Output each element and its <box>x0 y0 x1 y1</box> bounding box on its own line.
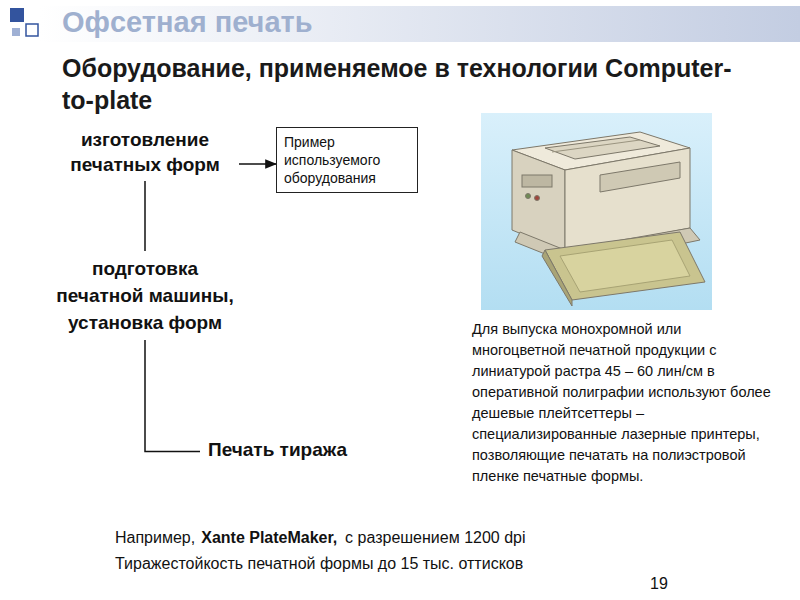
node-text: Пример используемого оборудования <box>284 133 410 187</box>
subtitle: Оборудование, применяемое в технологии C… <box>62 52 742 116</box>
process-step: подготовка печатной машины, установка фо… <box>55 255 235 336</box>
header-bar <box>40 6 800 42</box>
process-step: изготовление печатных форм <box>55 127 235 177</box>
deco-square <box>26 24 38 36</box>
page-number: 19 <box>650 575 668 593</box>
flow-line <box>145 340 200 452</box>
photo-background <box>481 113 712 310</box>
deco-square <box>10 8 24 22</box>
slide-title: Офсетная печать <box>62 6 313 39</box>
product-name: Xante PlateMaker, <box>201 529 337 547</box>
deco-square <box>12 28 20 36</box>
note-paragraph: Для выпуска монохромной или многоцветной… <box>472 319 777 487</box>
flow-arrow <box>239 163 276 165</box>
footnote: Тиражестойкость печатной формы до 15 тыс… <box>115 555 523 573</box>
printer-illustration <box>512 132 705 306</box>
node-text: изготовление печатных форм <box>55 127 235 177</box>
footnote: Например, <box>115 529 195 547</box>
node-text: Печать тиража <box>208 437 398 462</box>
flow-line <box>144 181 146 251</box>
process-step: Печать тиража <box>208 437 398 462</box>
node-text: подготовка печатной машины, установка фо… <box>55 255 235 336</box>
footnote: с разрешением 1200 dpi <box>345 529 525 547</box>
example-box: Пример используемого оборудования <box>276 127 418 193</box>
